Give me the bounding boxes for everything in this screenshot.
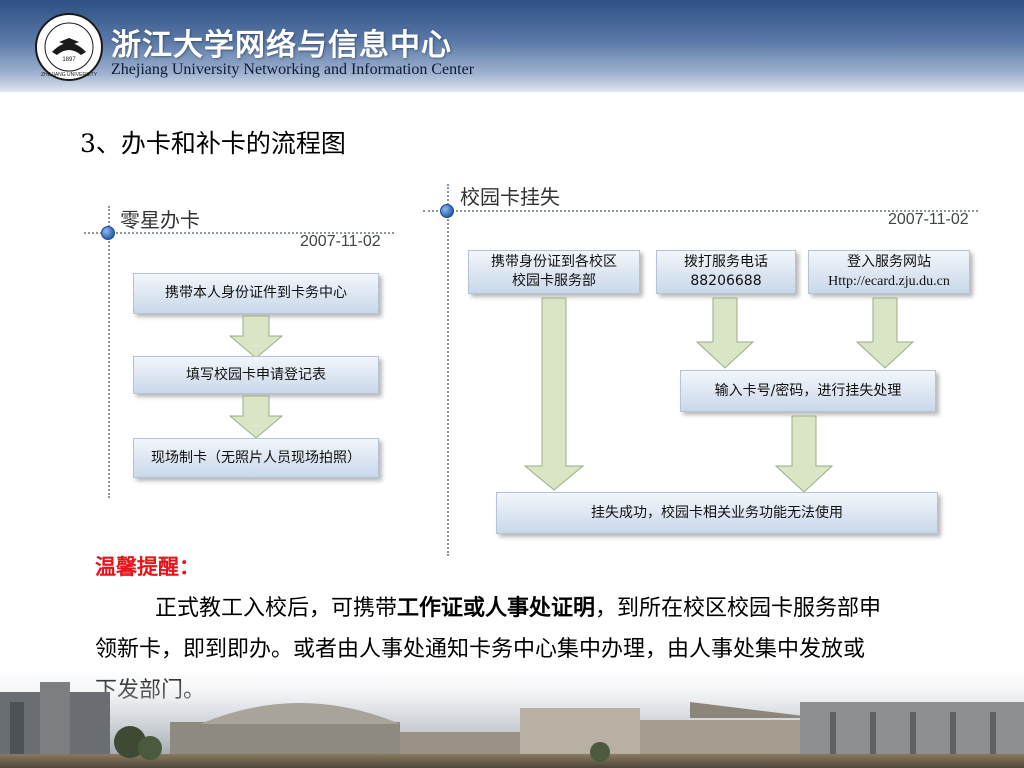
left-step-1: 携带本人身份证件到卡务中心 [133,273,379,314]
left-timeline-dot [101,226,115,240]
left-step-2-text: 填写校园卡申请登记表 [186,366,326,383]
left-step-1-text: 携带本人身份证件到卡务中心 [165,285,347,301]
right-arrow-middle [774,415,834,493]
reminder-text-before: 正式教工入校后，可携带 [155,596,398,621]
right-source-counter: 携带身份证到各校区 校园卡服务部 [468,250,640,294]
right-timeline-axis [447,184,449,556]
right-arrow-long [523,297,585,491]
university-logo: 1897 ZHEJIANG UNIVERSITY [35,13,103,81]
right-arrow-website [855,297,915,369]
reminder-title: 温馨提醒： [95,554,200,579]
right-arrow-phone [695,297,755,369]
campus-photo-banner [0,662,1024,768]
left-timeline-line [84,232,394,234]
logo-year: 1897 [62,57,76,63]
right-timeline-dot [440,204,454,218]
right-source-counter-line1: 携带身份证到各校区 [491,254,617,270]
right-timeline-line [423,210,978,212]
left-step-3: 现场制卡（无照片人员现场拍照） [133,438,379,478]
left-step-3-text: 现场制卡（无照片人员现场拍照） [151,449,361,466]
right-source-website-line2: Http://ecard.zju.du.cn [828,274,950,289]
right-middle-step-text: 输入卡号/密码，进行挂失处理 [714,382,902,399]
left-timeline-title: 零星办卡 [120,208,200,232]
reminder-text-bold: 工作证或人事处证明 [397,595,596,621]
slide-title: 3、办卡和补卡的流程图 [80,129,346,158]
left-timeline-date: 2007-11-02 [300,233,381,250]
logo-text: ZHEJIANG UNIVERSITY [41,72,98,78]
right-timeline-title: 校园卡挂失 [460,185,560,209]
org-name-cn: 浙江大学网络与信息中心 [111,28,452,63]
right-final-step: 挂失成功，校园卡相关业务功能无法使用 [496,492,938,534]
right-source-phone-line2: 88206688 [690,273,762,289]
right-source-counter-line2: 校园卡服务部 [512,273,596,289]
right-middle-step: 输入卡号/密码，进行挂失处理 [680,370,936,412]
right-source-phone-line1: 拨打服务电话 [684,254,768,270]
left-step-2: 填写校园卡申请登记表 [133,356,379,394]
right-source-website: 登入服务网站 Http://ecard.zju.du.cn [808,250,970,294]
right-final-step-text: 挂失成功，校园卡相关业务功能无法使用 [591,504,843,521]
right-source-website-line1: 登入服务网站 [847,254,931,270]
left-arrow-2 [228,395,284,439]
left-arrow-1 [228,315,284,359]
header-banner: 1897 ZHEJIANG UNIVERSITY 浙江大学网络与信息中心 Zhe… [0,0,1024,92]
org-name-en: Zhejiang University Networking and Infor… [111,61,475,78]
left-timeline-axis [108,206,110,498]
right-source-phone: 拨打服务电话 88206688 [656,250,796,294]
right-timeline-date: 2007-11-02 [888,211,969,228]
